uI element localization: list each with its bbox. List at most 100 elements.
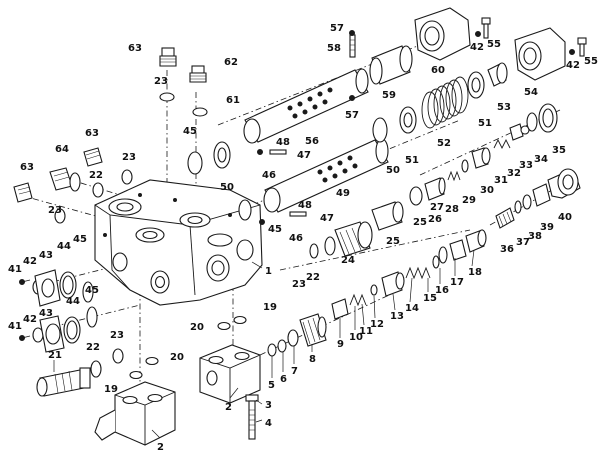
callout-6: 6 [280, 374, 287, 385]
callout-39: 39 [540, 222, 554, 233]
callout-4: 4 [265, 418, 272, 429]
spring-52 [421, 76, 469, 129]
callout-22-lower: 22 [86, 342, 100, 353]
cap-54 [514, 27, 566, 81]
callout-23-top: 23 [154, 76, 168, 87]
spring-14-15 [405, 255, 440, 280]
block-2-left [94, 381, 176, 446]
callout-31: 31 [494, 175, 508, 186]
callout-13: 13 [390, 311, 404, 322]
callout-58: 58 [327, 43, 341, 54]
callout-16: 16 [435, 285, 449, 296]
cap-60 [414, 7, 471, 61]
callout-19-center: 19 [263, 302, 277, 313]
ring-34-35 [526, 103, 558, 133]
flange-upper [19, 269, 94, 307]
callout-20-center: 20 [190, 322, 204, 333]
callout-22-upper: 22 [89, 170, 103, 181]
o-ring-23-far-left [54, 208, 66, 224]
pins-46-48 [257, 149, 307, 225]
callout-labels: 1 2 2 3 4 5 6 7 8 9 10 11 12 13 14 15 16… [8, 23, 598, 453]
ring-51-left [399, 106, 417, 134]
callout-20-left: 20 [170, 352, 184, 363]
seal-45 [187, 151, 252, 221]
poppet-8 [299, 313, 327, 347]
callout-48-lower: 48 [298, 200, 312, 211]
callout-37: 37 [516, 237, 530, 248]
piston-25b-27 [424, 177, 446, 201]
screw-36 [495, 207, 515, 229]
callout-25-lower: 25 [386, 236, 400, 247]
callout-10: 10 [349, 332, 363, 343]
callout-8: 8 [309, 354, 316, 365]
callout-40: 40 [558, 212, 572, 223]
cap-18 [465, 229, 487, 253]
callout-17: 17 [450, 277, 464, 288]
o-ring-23-left [121, 169, 133, 185]
callout-59: 59 [382, 90, 396, 101]
leader-lines [53, 249, 475, 439]
callout-42-lower: 42 [23, 314, 37, 325]
callout-53: 53 [497, 102, 511, 113]
callout-56: 56 [305, 136, 319, 147]
seal-50-upper [213, 141, 231, 169]
callout-45-top: 45 [183, 126, 197, 137]
callout-36: 36 [500, 244, 514, 255]
callout-55-top: 55 [487, 39, 501, 50]
ring-29 [461, 159, 469, 173]
callout-9: 9 [337, 339, 344, 350]
o-ring-19-center [233, 315, 247, 325]
callout-51-left: 51 [405, 155, 419, 166]
callout-61: 61 [226, 95, 240, 106]
bolt-42-55-right [569, 37, 587, 57]
o-ring-20-left [145, 356, 159, 366]
callout-42-top: 42 [470, 42, 484, 53]
callout-57-bottom: 57 [345, 110, 359, 121]
spool-49 [263, 138, 389, 213]
callout-46-lower: 46 [289, 233, 303, 244]
valve-body [94, 179, 263, 306]
sleeve-25 [371, 201, 404, 231]
callout-45-upper: 45 [73, 234, 87, 245]
sleeve-59 [369, 45, 413, 85]
spring-10-12 [349, 284, 378, 307]
plug-63-top [159, 47, 177, 67]
callout-15: 15 [423, 293, 437, 304]
fitting-21 [36, 367, 91, 397]
callout-2-center: 2 [225, 402, 232, 413]
callout-1: 1 [265, 266, 272, 277]
callout-47-upper: 47 [297, 150, 311, 161]
callout-22-right: 22 [306, 272, 320, 283]
callout-19-left: 19 [104, 384, 118, 395]
plug-64 [49, 167, 81, 192]
callout-50-left: 50 [220, 182, 234, 193]
housing-24 [334, 221, 373, 257]
o-ring-23-lower [112, 348, 124, 364]
callout-54: 54 [524, 87, 538, 98]
callout-30: 30 [480, 185, 494, 196]
callout-46-upper: 46 [262, 170, 276, 181]
bolt-3-4 [245, 394, 259, 440]
plug-63-left-upper [13, 182, 33, 203]
o-ring-23-top [159, 92, 175, 102]
cap-16-17 [438, 239, 467, 264]
callout-50-right: 50 [386, 165, 400, 176]
callout-12: 12 [370, 319, 384, 330]
callout-45-right: 45 [268, 224, 282, 235]
seat-9 [331, 298, 349, 320]
callout-45-lower: 45 [85, 285, 99, 296]
parts-31-33 [493, 123, 530, 150]
callout-63-left: 63 [20, 162, 34, 173]
plug-63-left-mid [83, 147, 103, 167]
o-ring-61 [192, 107, 208, 117]
callout-26: 26 [428, 214, 442, 225]
callout-48-upper: 48 [276, 137, 290, 148]
o-rings-22-23 [309, 236, 336, 259]
callout-27: 27 [430, 202, 444, 213]
callout-60: 60 [431, 65, 445, 76]
block-2-center [199, 344, 261, 404]
o-ring-20-center [217, 321, 231, 331]
callout-33: 33 [519, 160, 533, 171]
callout-29: 29 [462, 195, 476, 206]
cap-53 [487, 62, 508, 87]
